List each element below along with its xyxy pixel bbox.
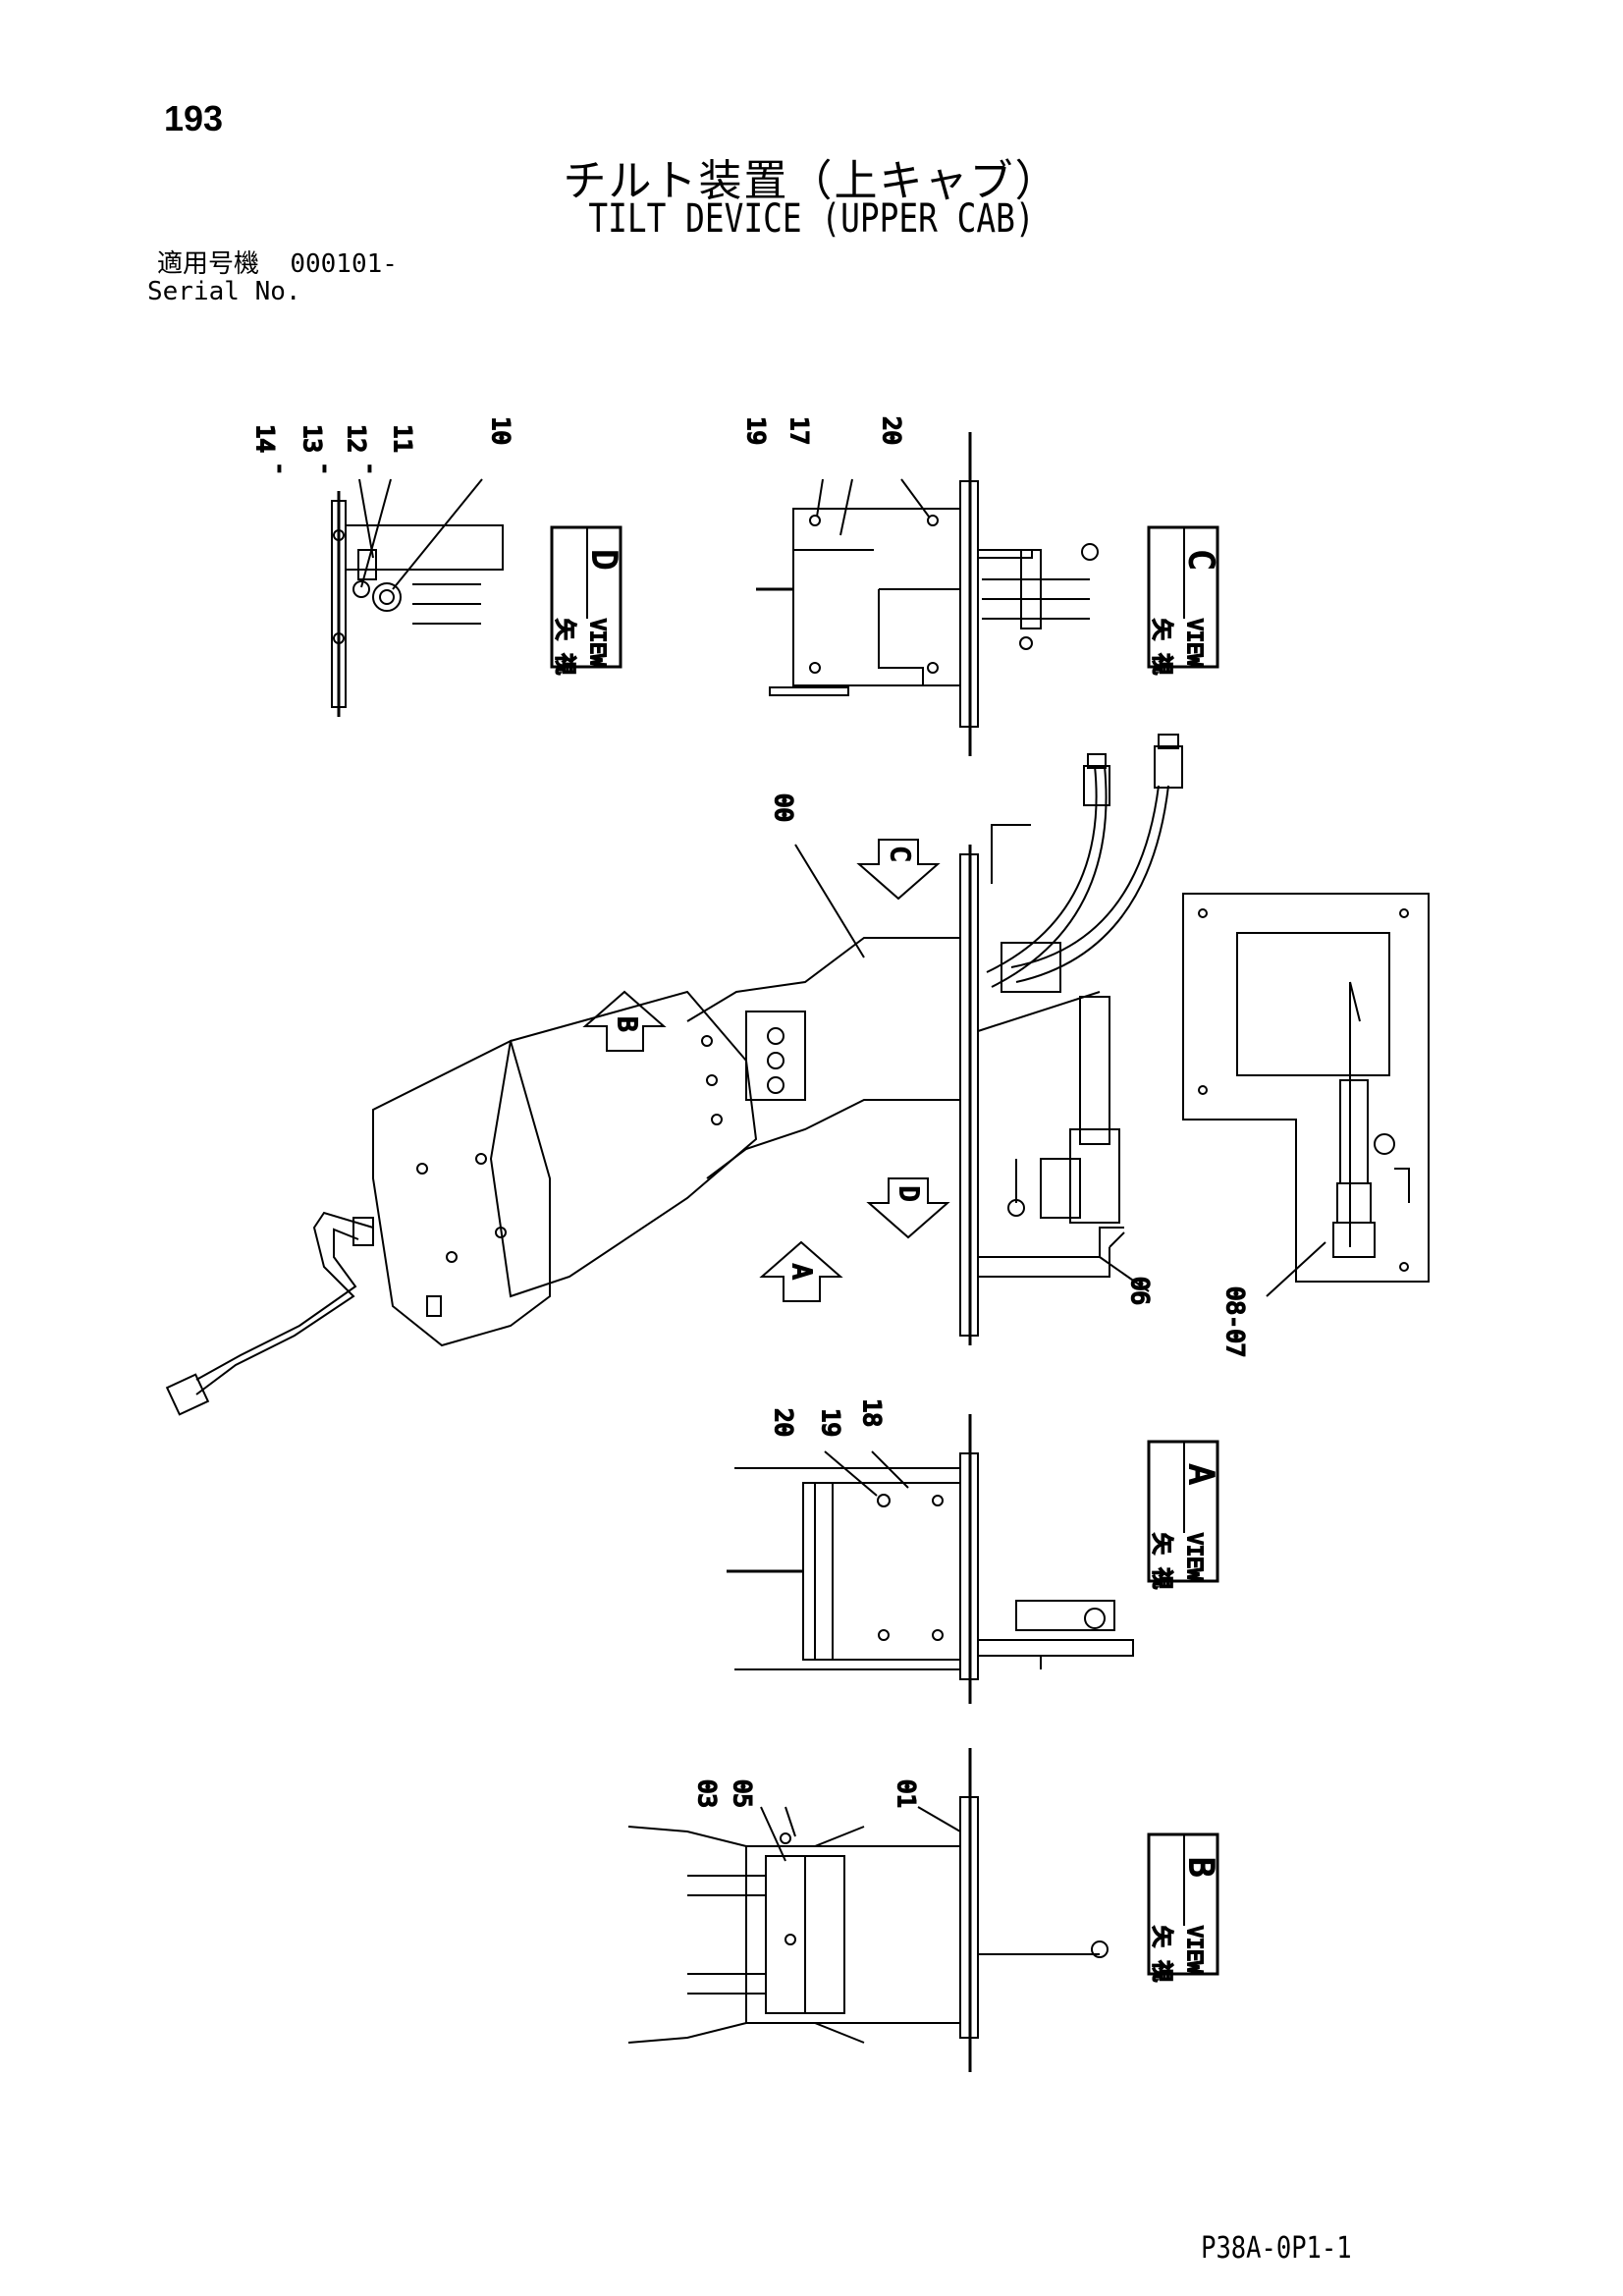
view-c-callouts: 19 17 20 xyxy=(741,415,906,446)
callout-01: 01 xyxy=(893,1779,920,1808)
callout-05: 05 xyxy=(729,1779,756,1808)
callout-14: 14 xyxy=(251,424,279,453)
callout-10: 10 xyxy=(487,416,514,445)
view-d-letter: D xyxy=(584,550,623,570)
title-japanese: チルト装置（上キャブ） xyxy=(563,156,1060,206)
callout-03: 03 xyxy=(693,1779,721,1808)
direction-arrow-labels: C B D A xyxy=(611,846,924,1281)
page-number: 193 xyxy=(164,98,224,138)
serial-label-en: Serial No. xyxy=(147,277,301,306)
view-d-jp: 矢 視 xyxy=(552,619,576,675)
separator: - xyxy=(267,462,295,475)
view-a-label: 矢 視 VIEW A xyxy=(1147,1440,1221,1590)
view-b-letter: B xyxy=(1181,1857,1220,1877)
arrow-d-label: D xyxy=(893,1186,923,1202)
serial-value: 000101- xyxy=(290,249,398,279)
callout-18: 18 xyxy=(858,1398,886,1427)
callout-08-07: 08-07 xyxy=(1221,1286,1249,1357)
view-c-letter: C xyxy=(1181,550,1220,570)
main-assembly-drawing xyxy=(165,734,1430,1416)
arrow-b-label: B xyxy=(612,1016,641,1032)
callout-20: 20 xyxy=(878,416,905,445)
callout-17: 17 xyxy=(785,416,813,445)
title-english: TILT DEVICE (UPPER CAB) xyxy=(588,196,1035,242)
arrow-a-label: A xyxy=(786,1264,816,1280)
view-a-drawing xyxy=(727,1414,1134,1704)
callout-19: 19 xyxy=(817,1408,844,1437)
view-d-drawing xyxy=(331,478,504,717)
view-b-drawing xyxy=(627,1748,1109,2072)
view-d-callouts: 14 13 12 11 10 - - - xyxy=(250,415,515,476)
view-a-jp: 矢 視 xyxy=(1149,1533,1173,1589)
view-c-drawing xyxy=(756,432,1099,756)
view-b-jp: 矢 視 xyxy=(1149,1926,1173,1982)
main-callouts: 00 06 08-07 xyxy=(769,793,1250,1358)
view-a-letter: A xyxy=(1181,1464,1220,1484)
callout-06: 06 xyxy=(1126,1277,1154,1305)
separator: - xyxy=(312,462,340,475)
view-d-en: VIEW xyxy=(586,619,610,667)
serial-block: 適用号機 000101- Serial No. xyxy=(147,249,398,305)
view-b-en: VIEW xyxy=(1183,1926,1207,1974)
serial-label-jp: 適用号機 xyxy=(157,249,260,279)
separator: - xyxy=(357,462,385,475)
callout-19: 19 xyxy=(742,416,770,445)
view-c-label: 矢 視 VIEW C xyxy=(1147,525,1221,676)
view-b-callouts: 03 05 01 xyxy=(692,1778,921,1809)
view-c-jp: 矢 視 xyxy=(1149,619,1173,675)
callout-11: 11 xyxy=(389,424,416,453)
callout-13: 13 xyxy=(298,424,326,453)
view-b-label: 矢 視 VIEW B xyxy=(1147,1832,1221,1983)
view-a-en: VIEW xyxy=(1183,1533,1207,1581)
callout-12: 12 xyxy=(343,424,370,453)
callout-00: 00 xyxy=(770,793,797,822)
drawing-code: P38A-0P1-1 xyxy=(1201,2231,1352,2266)
arrow-c-label: C xyxy=(885,847,914,862)
view-c-en: VIEW xyxy=(1183,619,1207,667)
callout-20: 20 xyxy=(770,1408,797,1437)
view-d-label: 矢 視 VIEW D xyxy=(550,525,624,676)
view-a-callouts: 20 19 18 xyxy=(769,1397,887,1438)
